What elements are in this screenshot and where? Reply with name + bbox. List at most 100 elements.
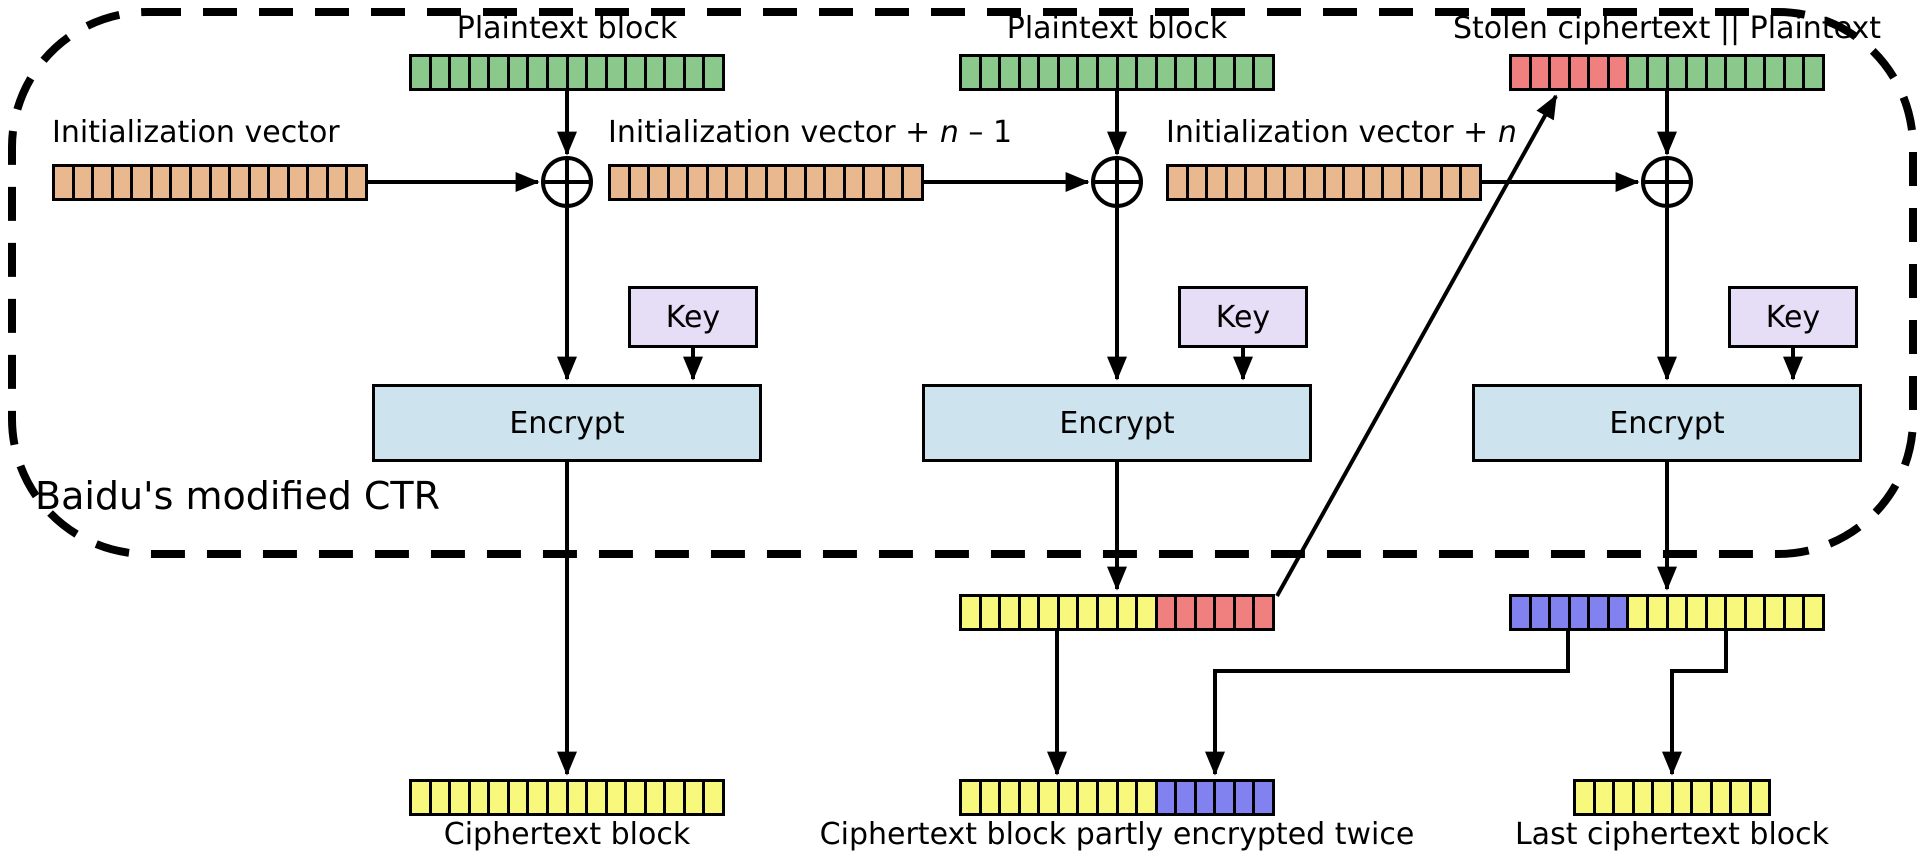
block-cell-tan [289, 167, 307, 198]
block-cell-tan [826, 167, 843, 198]
encrypt-box-2: Encrypt [922, 384, 1312, 462]
ciphertext-block-bar-1 [409, 779, 725, 816]
block-cell-yellow [1648, 597, 1666, 628]
block-cell-tan [1462, 167, 1479, 198]
block-cell-tan [1208, 167, 1225, 198]
block-cell-red [1590, 57, 1607, 88]
block-cell-yellow [1673, 782, 1690, 813]
encrypt-box-3: Encrypt [1472, 384, 1862, 462]
block-cell-green [1766, 57, 1783, 88]
block-cell-green [627, 57, 644, 88]
block-cell-red [1512, 57, 1529, 88]
block-cell-yellow [509, 782, 527, 813]
block-cell-yellow [1040, 597, 1057, 628]
block-cell-green [1157, 57, 1175, 88]
key-box-2: Key [1178, 286, 1308, 348]
block-cell-green [1040, 57, 1057, 88]
iv-label-1: Initialization vector [52, 115, 340, 150]
block-cell-blue [1512, 597, 1529, 628]
plaintext-block-label-1: Plaintext block [456, 11, 678, 46]
iv-label-3: Initialization vector + n [1166, 115, 1517, 150]
plaintext-block-bar-1 [409, 54, 725, 91]
block-cell-red [1235, 597, 1253, 628]
block-cell-yellow [1118, 782, 1136, 813]
block-cell-green [1255, 57, 1272, 88]
block-cell-blue [1609, 597, 1627, 628]
block-cell-tan [1188, 167, 1206, 198]
block-cell-tan [767, 167, 785, 198]
block-cell-green [1707, 57, 1725, 88]
block-cell-green [607, 57, 625, 88]
block-cell-yellow [1688, 597, 1705, 628]
block-cell-yellow [1746, 597, 1764, 628]
block-cell-tan [884, 167, 902, 198]
block-cell-tan [1345, 167, 1362, 198]
key-box-3: Key [1728, 286, 1858, 348]
block-cell-yellow [548, 782, 566, 813]
block-cell-green [451, 57, 468, 88]
block-cell-blue [1551, 597, 1568, 628]
block-cell-yellow [1766, 597, 1783, 628]
block-cell-yellow [1098, 782, 1116, 813]
block-cell-yellow [1001, 782, 1018, 813]
block-cell-green [1648, 57, 1666, 88]
block-cell-tan [1305, 167, 1323, 198]
block-cell-tan [669, 167, 687, 198]
block-cell-yellow [1629, 597, 1646, 628]
encrypt-label-2: Encrypt [1059, 405, 1175, 441]
block-cell-green [1177, 57, 1194, 88]
block-cell-yellow [1654, 782, 1671, 813]
block-cell-blue [1157, 782, 1175, 813]
block-cell-green [1059, 57, 1077, 88]
block-cell-tan [152, 167, 170, 198]
block-cell-tan [55, 167, 72, 198]
block-cell-green [490, 57, 507, 88]
block-cell-yellow [451, 782, 468, 813]
block-cell-yellow [1020, 782, 1038, 813]
block-cell-yellow [962, 597, 979, 628]
block-cell-tan [1266, 167, 1284, 198]
dashed-region-border [8, 8, 1917, 558]
block-cell-yellow [981, 597, 999, 628]
encrypt-output-bar-3 [1509, 594, 1825, 631]
block-cell-yellow [470, 782, 488, 813]
plaintext-block-bar-2 [959, 54, 1275, 91]
block-cell-green [509, 57, 527, 88]
stolen-ciphertext-bar [1509, 54, 1825, 91]
block-cell-blue [1570, 597, 1588, 628]
block-cell-yellow [1615, 782, 1632, 813]
block-cell-yellow [627, 782, 644, 813]
block-cell-red [1255, 597, 1272, 628]
block-cell-green [529, 57, 546, 88]
key-label-2: Key [1215, 299, 1271, 335]
block-cell-tan [231, 167, 248, 198]
block-cell-yellow [1576, 782, 1593, 813]
block-cell-yellow [1040, 782, 1057, 813]
block-cell-tan [630, 167, 648, 198]
block-cell-green [1805, 57, 1822, 88]
block-cell-yellow [1732, 782, 1749, 813]
block-cell-tan [787, 167, 804, 198]
block-cell-yellow [1098, 597, 1116, 628]
block-cell-blue [1531, 597, 1549, 628]
ciphertext-block-bar-2 [959, 779, 1275, 816]
block-cell-green [588, 57, 605, 88]
block-cell-tan [133, 167, 150, 198]
block-cell-yellow [1138, 782, 1155, 813]
block-cell-green [705, 57, 722, 88]
block-cell-green [431, 57, 449, 88]
block-cell-yellow [412, 782, 429, 813]
block-cell-yellow [1138, 597, 1155, 628]
block-cell-red [1551, 57, 1568, 88]
block-cell-yellow [1595, 782, 1612, 813]
block-cell-yellow [705, 782, 722, 813]
block-cell-yellow [1707, 597, 1725, 628]
block-cell-red [1157, 597, 1175, 628]
iv-bar-2 [608, 164, 924, 201]
block-cell-blue [1235, 782, 1253, 813]
block-cell-green [962, 57, 979, 88]
block-cell-yellow [1001, 597, 1018, 628]
block-cell-green [646, 57, 664, 88]
block-cell-tan [1384, 167, 1401, 198]
